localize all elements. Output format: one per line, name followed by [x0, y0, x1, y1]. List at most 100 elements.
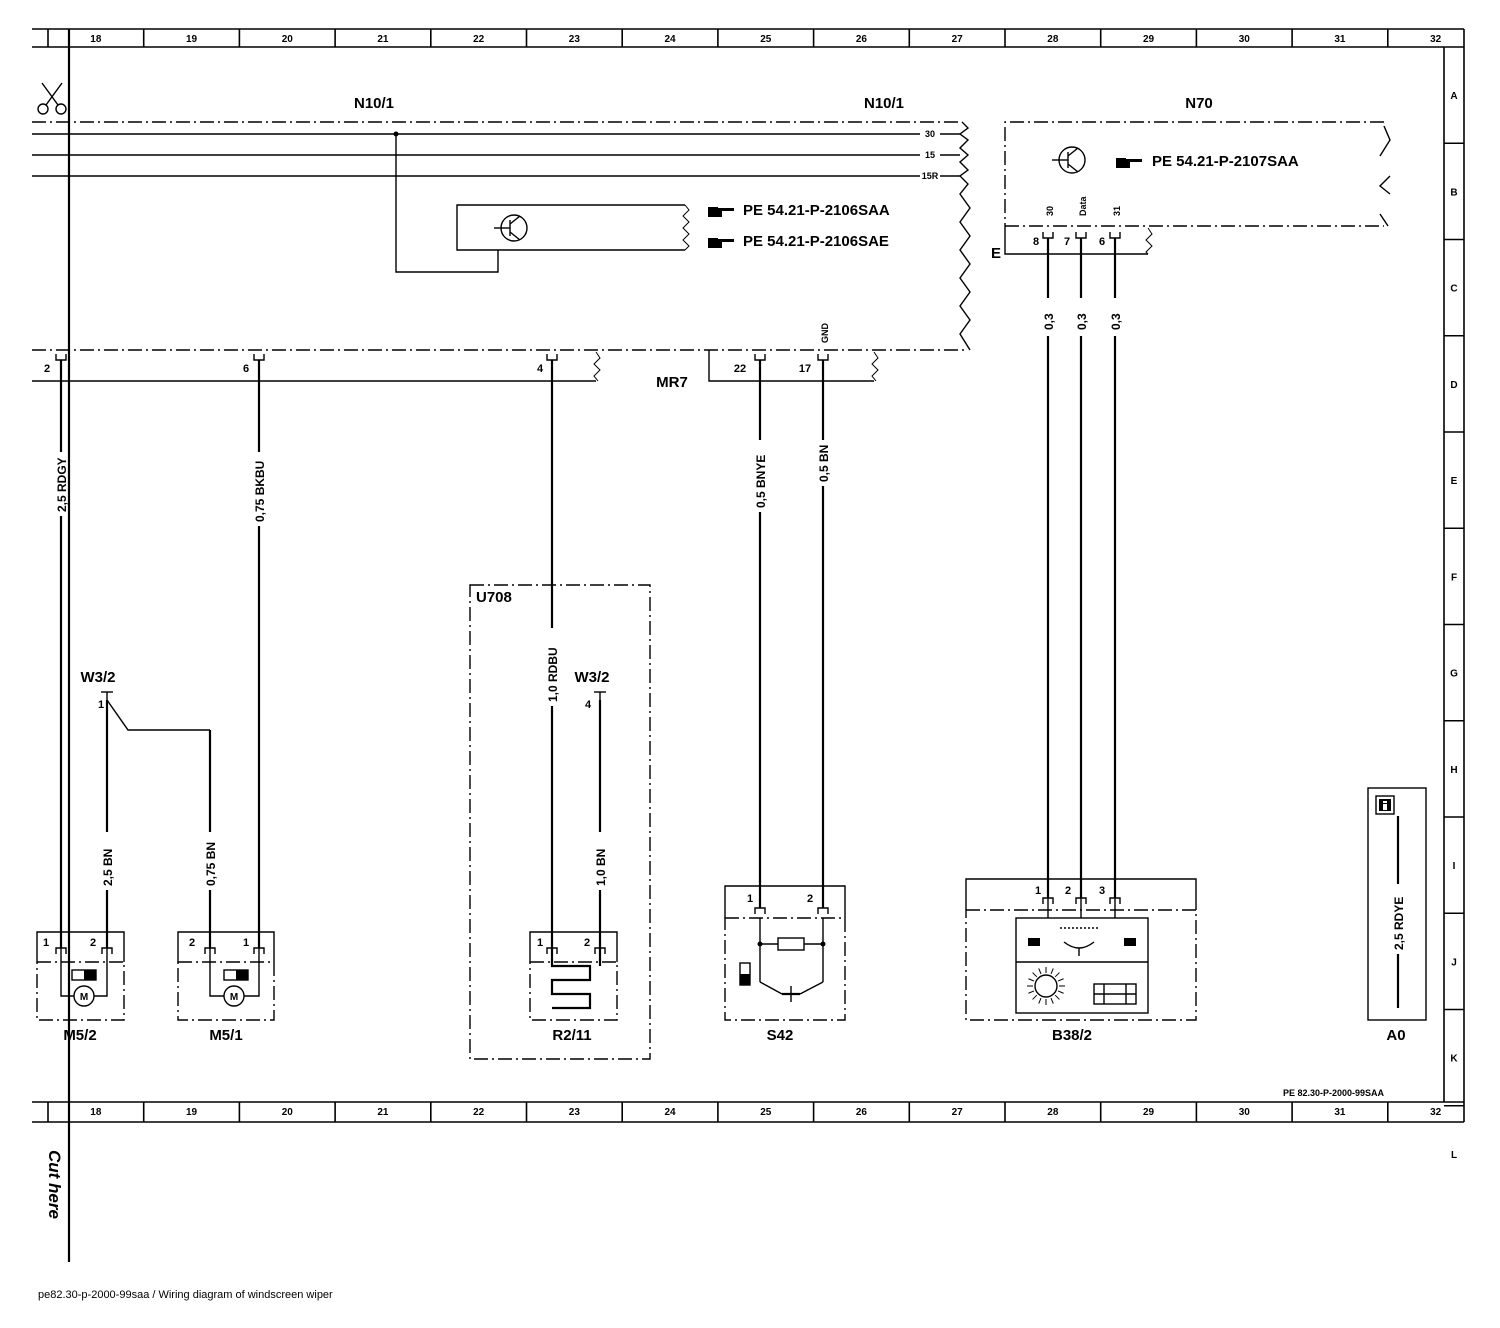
grid-column-label: 22 — [473, 1107, 485, 1118]
pin-17: 17 — [799, 363, 811, 375]
s42-pin-1: 1 — [747, 893, 753, 905]
info-icon — [1375, 795, 1395, 815]
grid-column-label: 29 — [1143, 1107, 1155, 1118]
grid-column-label: 24 — [664, 1107, 676, 1118]
grid-column-label: 28 — [1047, 34, 1059, 45]
sun-ray — [1028, 990, 1035, 994]
grid-column-label: 23 — [569, 34, 581, 45]
connector-mr7-left — [32, 351, 601, 382]
ref-sae: PE 54.21-P-2106SAE — [743, 233, 889, 250]
n10-left-label: N10/1 — [354, 95, 394, 112]
grid-column-label: 18 — [90, 1107, 102, 1118]
n10-right-break — [958, 121, 971, 351]
grid-column-label: 31 — [1334, 34, 1346, 45]
heater-element-icon — [550, 948, 592, 1010]
grid-column-label: 32 — [1430, 34, 1442, 45]
sun-ray — [1038, 997, 1042, 1004]
grid-row-label: D — [1450, 380, 1457, 391]
r211-component — [529, 931, 618, 1021]
sun-ray — [1050, 997, 1054, 1004]
grid-column-label: 30 — [1239, 34, 1251, 45]
connector-pin-stub — [817, 354, 829, 361]
caption: pe82.30-p-2000-99saa / Wiring diagram of… — [38, 1289, 333, 1301]
sun-ray — [1050, 968, 1054, 975]
sun-ray — [1054, 994, 1060, 1000]
grid-column-label: 32 — [1430, 1107, 1442, 1118]
w32b-label: W3/2 — [574, 669, 609, 686]
grid-row-label: C — [1450, 284, 1457, 295]
grid-row-label: J — [1451, 957, 1457, 968]
sun-ray — [1057, 978, 1064, 982]
grid-column-label: 18 — [90, 34, 102, 45]
grid-row-label: B — [1450, 187, 1457, 198]
grid-column-label: 23 — [569, 1107, 581, 1118]
grid-column-label: 31 — [1334, 1107, 1346, 1118]
w32a-pin: 1 — [98, 699, 104, 711]
connector-e-break — [1145, 227, 1153, 255]
n70-label: N70 — [1185, 95, 1213, 112]
connector-pin-stub — [55, 354, 67, 361]
grid-row-label: E — [1451, 476, 1458, 487]
connector-pin-stub — [546, 354, 558, 361]
m52-pin-1: 1 — [43, 937, 49, 949]
grid-column-label: 30 — [1239, 1107, 1251, 1118]
inner-module-break — [682, 204, 690, 251]
switch-icon — [739, 962, 751, 986]
n70-border — [1004, 121, 1384, 226]
grid-column-label: 21 — [377, 1107, 389, 1118]
hand-pointer-icon — [708, 207, 734, 217]
e-label: E — [991, 245, 1001, 262]
grid-column-label: 26 — [856, 1107, 868, 1118]
bus-lines — [32, 133, 960, 177]
grid-column-label: 25 — [760, 1107, 772, 1118]
n70-term-30: 30 — [1045, 206, 1055, 216]
sun-ray — [1057, 990, 1064, 994]
s42-component — [724, 885, 846, 1021]
grid-row-label: K — [1450, 1054, 1458, 1065]
grid-column-label: 19 — [186, 34, 198, 45]
hand-pointer-icon — [708, 238, 734, 248]
grid-row-label: H — [1450, 765, 1457, 776]
grid-column-label: 28 — [1047, 1107, 1059, 1118]
grid-column-label: 26 — [856, 34, 868, 45]
sun-ray — [1038, 968, 1042, 975]
pin-22: 22 — [734, 363, 746, 375]
wire-label-rdgy: 2,5 RDGY — [55, 457, 69, 512]
wire-label-03b: 0,3 — [1075, 313, 1089, 330]
connector-pin-stub — [1075, 232, 1087, 239]
b382-pin-2: 2 — [1065, 885, 1071, 897]
grid-column-label: 20 — [282, 34, 294, 45]
m51-component: M — [177, 931, 275, 1021]
component-pin-stub — [817, 907, 829, 914]
n70-pin-8: 8 — [1033, 236, 1039, 248]
grid-column-label: 27 — [952, 34, 964, 45]
m52-label: M5/2 — [63, 1027, 96, 1044]
pin-2: 2 — [44, 363, 50, 375]
connector-pin-stub — [1042, 232, 1054, 239]
r211-pin-1: 1 — [537, 937, 543, 949]
n70-pin-7: 7 — [1064, 236, 1070, 248]
s42-pin-2: 2 — [807, 893, 813, 905]
wire-label-bn05: 0,5 BN — [817, 445, 831, 482]
wire-label-bn10: 1,0 BN — [594, 849, 608, 886]
grid-column-label: 25 — [760, 34, 772, 45]
mr7-label: MR7 — [656, 374, 688, 391]
switch-icon — [71, 969, 97, 981]
inner-module-box — [456, 204, 685, 251]
wire-label-bn075: 0,75 BN — [204, 842, 218, 886]
m51-label: M5/1 — [209, 1027, 242, 1044]
pin-4: 4 — [537, 363, 544, 375]
ref-saa: PE 54.21-P-2106SAA — [743, 202, 890, 219]
svg-text:M: M — [230, 992, 238, 1003]
connector-pin-stub — [1109, 232, 1121, 239]
u708-group — [469, 584, 651, 1060]
motor-icon: M — [60, 948, 108, 1007]
grid-row-label: I — [1453, 861, 1456, 872]
sun-ray — [1054, 972, 1060, 978]
n10-right-label: N10/1 — [864, 95, 904, 112]
a0-box — [1367, 787, 1427, 1021]
grid-column-label: 24 — [664, 34, 676, 45]
